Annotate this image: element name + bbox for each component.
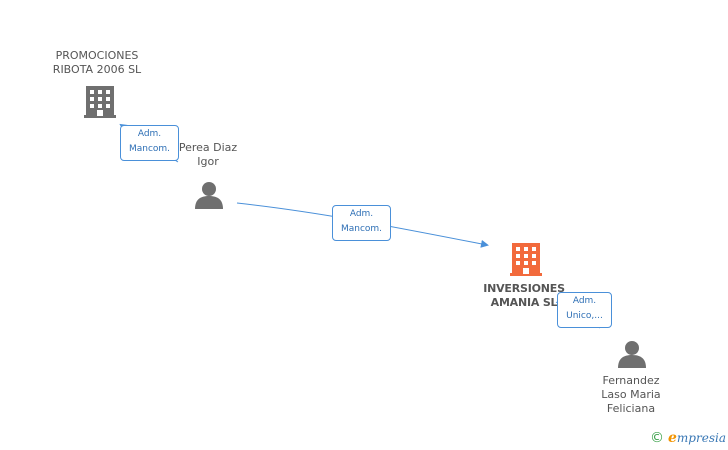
brand-logo: empresia [668, 430, 726, 446]
person-icon[interactable] [618, 341, 646, 368]
node-label-inversiones[interactable]: INVERSIONES AMANIA SL [483, 282, 565, 309]
edge-label-adm-mancom[interactable]: Adm. Mancom. [120, 125, 179, 161]
building-icon[interactable] [510, 243, 542, 276]
watermark: © empresia [650, 429, 726, 447]
node-label-promociones[interactable]: PROMOCIONES RIBOTA 2006 SL [52, 49, 142, 76]
brand-initial: e [668, 430, 677, 446]
building-icon[interactable] [84, 86, 116, 118]
edge-label-adm-unico[interactable]: Adm. Unico,... [557, 292, 612, 328]
copyright-icon: © [650, 430, 664, 446]
node-label-perea[interactable]: Perea Diaz Igor [178, 141, 238, 168]
edge-label-adm-mancom[interactable]: Adm. Mancom. [332, 205, 391, 241]
person-icon[interactable] [195, 182, 223, 209]
node-label-fernandez[interactable]: Fernandez Laso Maria Feliciana [601, 374, 661, 415]
brand-name: mpresia [676, 431, 726, 445]
